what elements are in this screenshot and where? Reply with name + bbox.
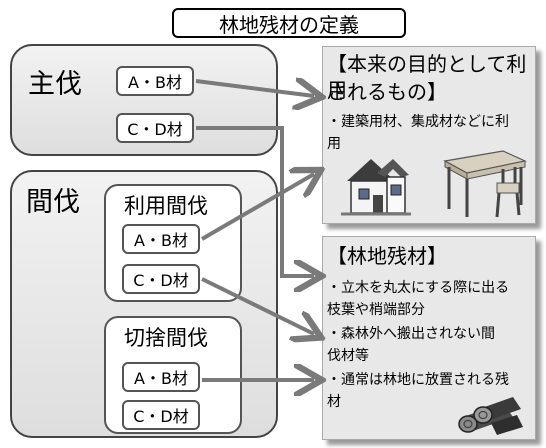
cut-thinning-ab-tag: A・B材 bbox=[122, 362, 200, 392]
house-icon bbox=[341, 159, 411, 216]
forest-residue-panel: 【林地残材】 ・立木を丸太にする際に出る 枝葉や梢端部分 ・森林外へ搬出されない… bbox=[322, 236, 536, 440]
main-felling-label: 主伐 bbox=[28, 69, 82, 100]
cut-thinning-cd-tag: C・D材 bbox=[122, 400, 200, 430]
diagram-title: 林地残材の定義 bbox=[172, 8, 406, 38]
intended-use-title-line1: 【本来の目的として利用 bbox=[327, 52, 527, 102]
intended-use-text-line2: 用 bbox=[327, 136, 341, 152]
used-thinning-cd-tag: C・D材 bbox=[122, 264, 200, 294]
forest-residue-title: 【林地残材】 bbox=[327, 244, 447, 268]
cut-thinning-label: 切捨間伐 bbox=[124, 326, 208, 350]
used-thinning-ab-tag: A・B材 bbox=[122, 224, 200, 254]
used-thinning-label: 利用間伐 bbox=[124, 194, 208, 218]
forest-residue-line-6: 材 bbox=[327, 394, 341, 410]
forest-residue-line-1: ・立木を丸太にする際に出る bbox=[327, 280, 510, 296]
main-felling-cd-tag: C・D材 bbox=[116, 113, 194, 143]
intended-use-panel: 【本来の目的として利用 されるもの】 ・建築用材、集成材などに利 用 bbox=[322, 46, 536, 224]
logs-icon bbox=[458, 397, 523, 435]
intended-use-text-line1: ・建築用材、集成材などに利 bbox=[327, 114, 509, 130]
forest-residue-line-3: ・森林外へ搬出されない間 bbox=[327, 326, 495, 342]
thinning-label: 間伐 bbox=[26, 187, 80, 218]
main-felling-ab-tag: A・B材 bbox=[116, 66, 194, 96]
forest-residue-line-4: 伐材等 bbox=[327, 348, 369, 364]
forest-residue-line-5: ・通常は林地に放置される残 bbox=[327, 372, 509, 388]
forest-residue-line-2: 枝葉や梢端部分 bbox=[327, 302, 425, 318]
intended-use-title-line2: されるもの】 bbox=[327, 80, 447, 104]
desk-and-chair-icon bbox=[443, 150, 527, 218]
